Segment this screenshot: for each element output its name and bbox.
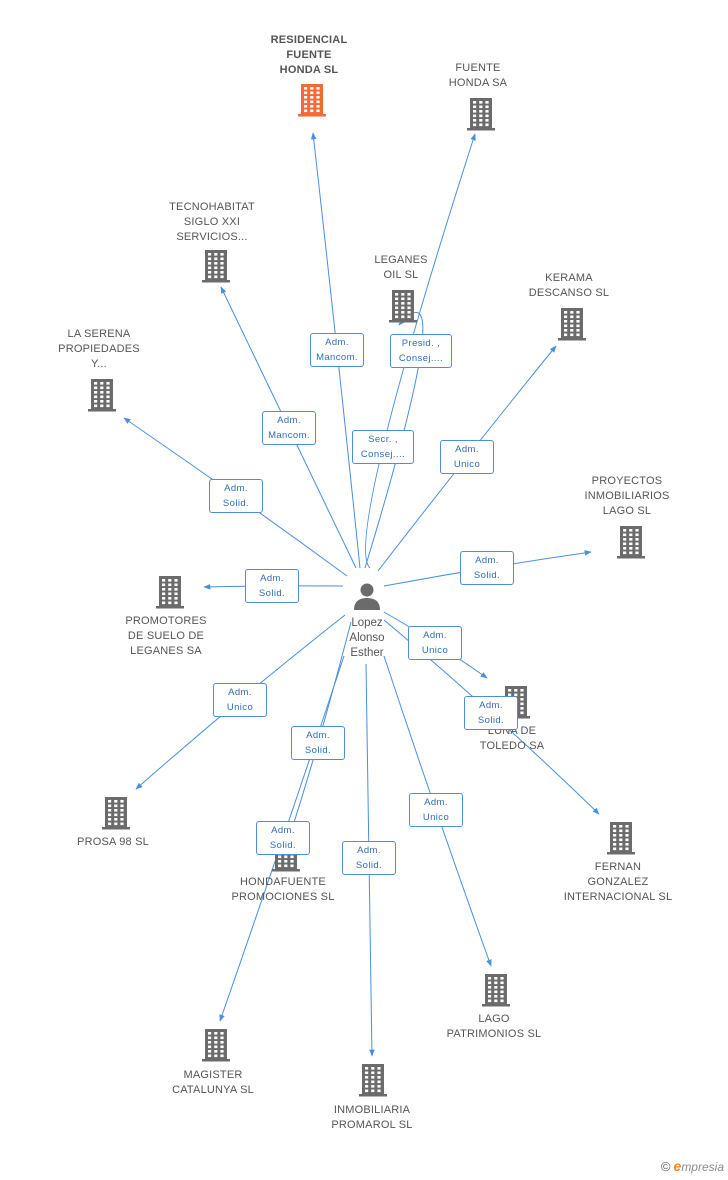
- building-icon: [298, 84, 326, 117]
- building-icon: [389, 290, 417, 323]
- role-badge-promarol[interactable]: Adm. Solid.: [342, 841, 396, 875]
- company-node-leganesoil[interactable]: [338, 289, 468, 323]
- company-name: MAGISTER CATALUNYA SL: [172, 1069, 254, 1096]
- role-badge-fuentehonda[interactable]: Secr. , Consej....: [352, 430, 414, 464]
- company-node-lagopatrimonios[interactable]: [431, 973, 561, 1007]
- brand-name: mpresia: [681, 1160, 724, 1174]
- company-label-wrap-tecnohabitat[interactable]: TECNOHABITAT SIGLO XXI SERVICIOS...: [147, 200, 277, 245]
- company-name: PROYECTOS INMOBILIARIOS LAGO SL: [584, 475, 670, 517]
- building-icon: [467, 98, 495, 131]
- building-icon: [202, 250, 230, 283]
- role-badge-tecnohabitat[interactable]: Adm. Mancom.: [262, 411, 316, 445]
- company-label-wrap-promotores[interactable]: PROMOTORES DE SUELO DE LEGANES SA: [101, 614, 231, 659]
- role-badge-promotores[interactable]: Adm. Solid.: [245, 569, 299, 603]
- building-icon: [88, 379, 116, 412]
- company-node-fuentehonda[interactable]: [416, 97, 546, 131]
- company-label-wrap-residencial[interactable]: RESIDENCIAL FUENTE HONDA SL: [244, 33, 374, 78]
- company-name: LAGO PATRIMONIOS SL: [446, 1013, 542, 1040]
- company-name: LA SERENA PROPIEDADES Y...: [58, 328, 140, 370]
- company-name: FERNAN GONZALEZ INTERNACIONAL SL: [563, 861, 673, 903]
- company-label-wrap-kerama[interactable]: KERAMA DESCANSO SL: [504, 271, 634, 301]
- company-node-residencial[interactable]: [247, 83, 377, 117]
- role-badge-lagopatrimonios[interactable]: Adm. Unico: [409, 793, 463, 827]
- role-badge-magister[interactable]: Adm. Solid.: [256, 821, 310, 855]
- role-badge-proyectos[interactable]: Adm. Solid.: [460, 551, 514, 585]
- building-icon: [156, 576, 184, 609]
- role-badge-laserena[interactable]: Adm. Solid.: [209, 479, 263, 513]
- company-node-proyectos[interactable]: [566, 525, 696, 559]
- building-icon: [202, 1029, 230, 1062]
- company-name: LEGANES OIL SL: [374, 254, 428, 281]
- company-node-magister[interactable]: [151, 1028, 281, 1062]
- company-name: KERAMA DESCANSO SL: [528, 272, 610, 299]
- company-node-laserena[interactable]: [37, 378, 167, 412]
- person-icon: [354, 583, 380, 610]
- role-badge-prosa[interactable]: Adm. Unico: [213, 683, 267, 717]
- building-icon: [102, 797, 130, 830]
- company-name: HONDAFUENTE PROMOCIONES SL: [231, 876, 335, 903]
- building-icon: [617, 526, 645, 559]
- company-label-wrap-prosa[interactable]: PROSA 98 SL: [48, 835, 178, 850]
- company-label-wrap-leganesoil[interactable]: LEGANES OIL SL: [336, 253, 466, 283]
- company-name: RESIDENCIAL FUENTE HONDA SL: [270, 34, 348, 76]
- building-icon: [558, 308, 586, 341]
- company-label-wrap-fernan[interactable]: FERNAN GONZALEZ INTERNACIONAL SL: [553, 860, 683, 905]
- brand-logo[interactable]: ©empresia: [661, 1158, 724, 1174]
- role-badge-residencial[interactable]: Adm. Mancom.: [310, 333, 364, 367]
- copyright-symbol: ©: [660, 1159, 671, 1174]
- role-badge-hondafuente[interactable]: Adm. Solid.: [291, 726, 345, 760]
- company-label-wrap-promarol[interactable]: INMOBILIARIA PROMAROL SL: [307, 1103, 437, 1133]
- company-node-promotores[interactable]: [105, 575, 235, 609]
- company-node-prosa[interactable]: [51, 796, 181, 830]
- building-icon: [482, 974, 510, 1007]
- brand-initial: e: [673, 1158, 682, 1174]
- company-label-wrap-hondafuente[interactable]: HONDAFUENTE PROMOCIONES SL: [218, 875, 348, 905]
- role-badge-fernan[interactable]: Adm. Solid.: [464, 696, 518, 730]
- company-label-wrap-proyectos[interactable]: PROYECTOS INMOBILIARIOS LAGO SL: [562, 474, 692, 519]
- building-icon: [359, 1064, 387, 1097]
- role-badge-lunatoledo[interactable]: Adm. Unico: [408, 626, 462, 660]
- company-node-fernan[interactable]: [556, 821, 686, 855]
- company-name: FUENTE HONDA SA: [448, 62, 508, 89]
- company-node-kerama[interactable]: [507, 307, 637, 341]
- company-name: INMOBILIARIA PROMAROL SL: [331, 1104, 413, 1131]
- role-badge-leganesoil[interactable]: Presid. , Consej....: [390, 334, 452, 368]
- company-label-wrap-laserena[interactable]: LA SERENA PROPIEDADES Y...: [34, 327, 164, 372]
- role-badge-kerama[interactable]: Adm. Unico: [440, 440, 494, 474]
- company-label-wrap-lagopatrimonios[interactable]: LAGO PATRIMONIOS SL: [429, 1012, 559, 1042]
- company-name: PROSA 98 SL: [77, 836, 149, 848]
- person-name: Lopez Alonso Esther: [349, 617, 385, 659]
- company-name: PROMOTORES DE SUELO DE LEGANES SA: [125, 615, 207, 657]
- company-label-wrap-magister[interactable]: MAGISTER CATALUNYA SL: [148, 1068, 278, 1098]
- company-node-promarol[interactable]: [308, 1063, 438, 1097]
- building-icon: [607, 822, 635, 855]
- company-label-wrap-fuentehonda[interactable]: FUENTE HONDA SA: [413, 61, 543, 91]
- company-node-tecnohabitat[interactable]: [151, 249, 281, 283]
- center-person[interactable]: Lopez Alonso Esther: [322, 581, 412, 661]
- company-name: TECNOHABITAT SIGLO XXI SERVICIOS...: [169, 201, 255, 243]
